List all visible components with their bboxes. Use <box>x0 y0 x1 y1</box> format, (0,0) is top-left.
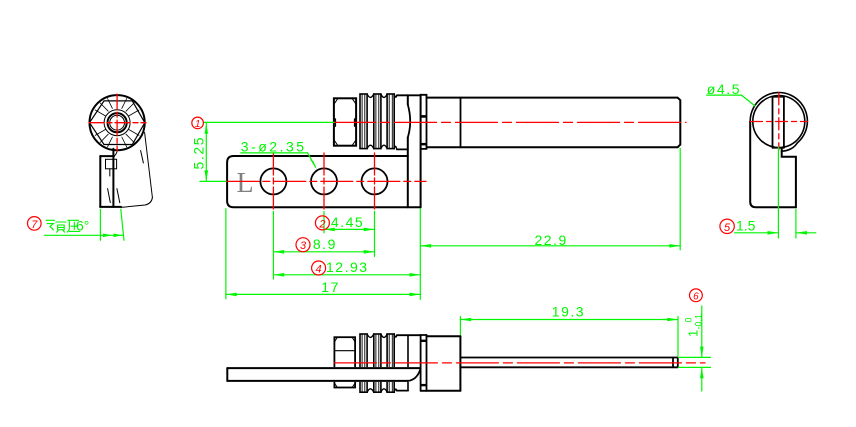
svg-text:17: 17 <box>321 279 340 295</box>
svg-text:2: 2 <box>318 218 325 230</box>
svg-text:19.3: 19.3 <box>552 304 585 320</box>
svg-text:4.45: 4.45 <box>331 214 364 230</box>
svg-text:7: 7 <box>31 219 38 231</box>
svg-text:4: 4 <box>316 264 322 276</box>
svg-text:6°: 6° <box>76 218 89 234</box>
svg-text:12.93: 12.93 <box>326 259 369 275</box>
svg-text:L: L <box>237 168 254 199</box>
svg-text:0: 0 <box>684 317 694 322</box>
svg-text:-0.1: -0.1 <box>694 314 704 330</box>
svg-text:3-ø2.35: 3-ø2.35 <box>241 138 307 154</box>
svg-text:1.5: 1.5 <box>736 217 756 233</box>
svg-text:ø4.5: ø4.5 <box>707 81 741 97</box>
svg-text:3: 3 <box>300 240 307 252</box>
svg-text:5.25: 5.25 <box>190 136 206 170</box>
svg-text:5: 5 <box>724 222 731 234</box>
svg-text:1: 1 <box>686 330 701 337</box>
svg-text:22.9: 22.9 <box>535 232 568 248</box>
svg-text:8.9: 8.9 <box>313 236 337 252</box>
svg-text:1: 1 <box>195 119 201 130</box>
svg-text:6: 6 <box>693 292 699 303</box>
